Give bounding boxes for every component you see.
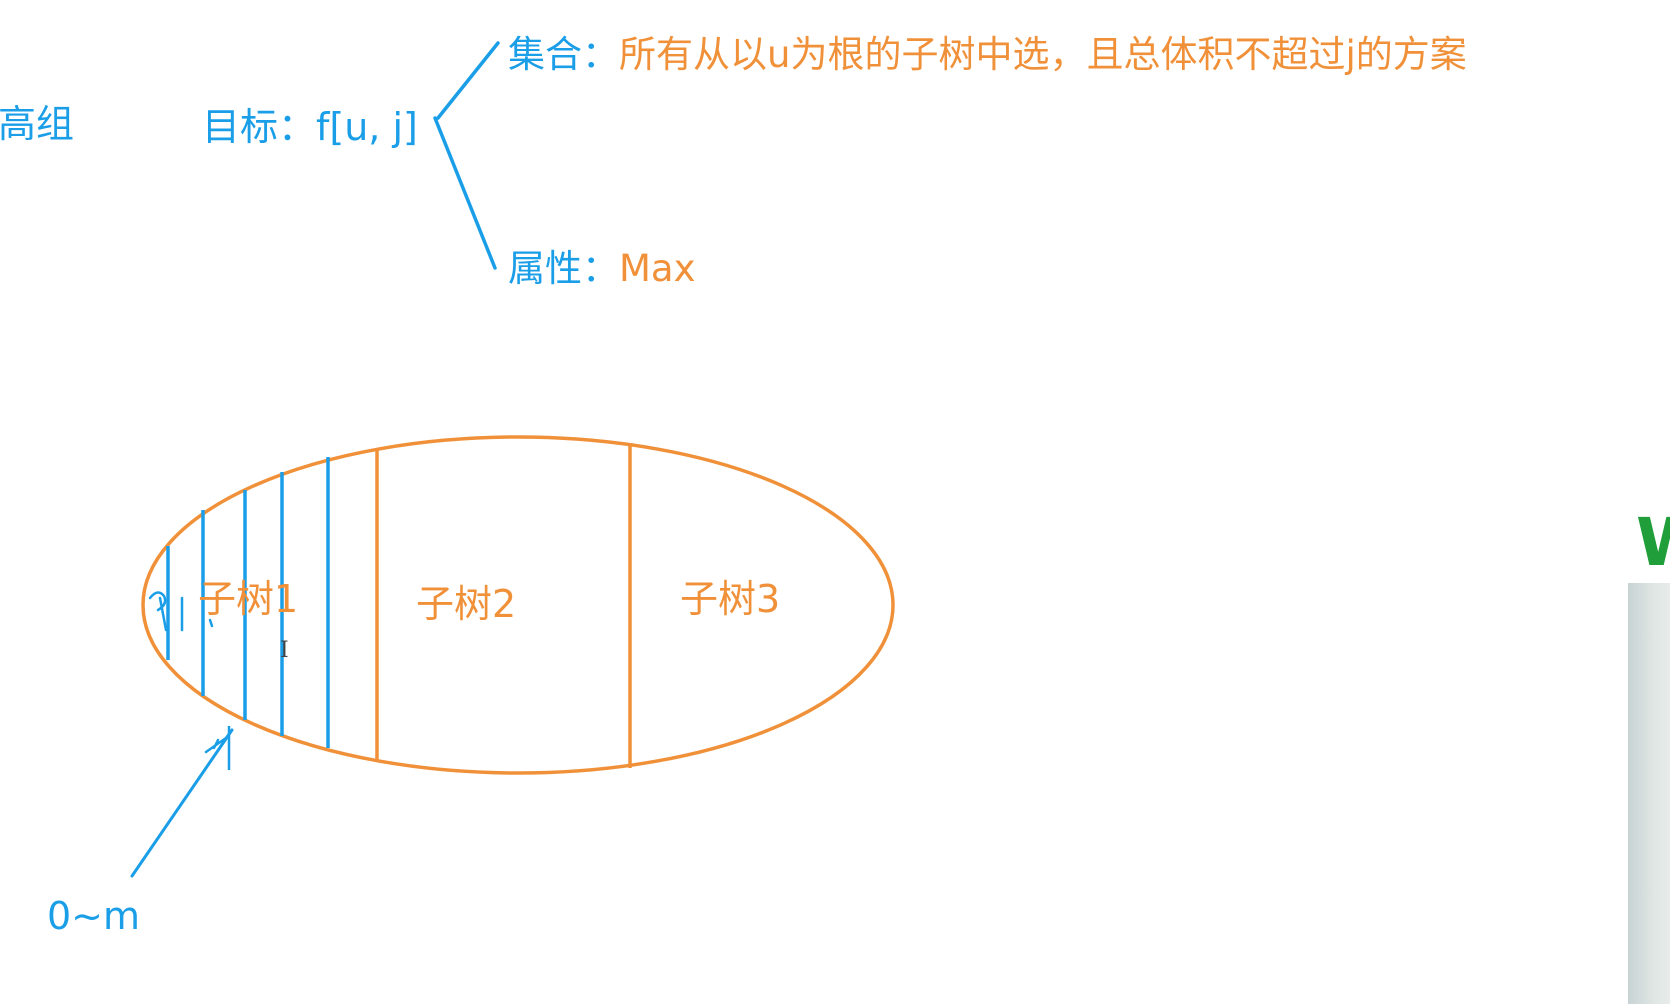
tree-ellipse [141, 435, 895, 775]
bracket-upper-line [436, 41, 500, 120]
right-edge-letter: W [1636, 510, 1670, 576]
attribute-text: Max [619, 247, 696, 290]
set-row: 集合：所有从以u为根的子树中选，且总体积不超过j的方案 [508, 36, 1467, 73]
left-edge-label: 高组 [0, 102, 75, 146]
scribble-mark [148, 591, 168, 632]
attribute-label: 属性： [508, 247, 619, 290]
text-cursor-icon: I [280, 638, 289, 663]
subtree-1-label: 子树1 [198, 577, 299, 621]
set-text: 所有从以u为根的子树中选，且总体积不超过j的方案 [619, 33, 1467, 76]
goal-label: 目标：f[u, j] [202, 105, 418, 149]
range-label: 0~m [47, 894, 141, 938]
scribble-mark [180, 596, 214, 632]
subtree-3-label: 子树3 [680, 577, 781, 621]
range-arrow [130, 728, 234, 878]
bracket-lower-line [433, 116, 497, 270]
attribute-row: 属性：Max [508, 250, 696, 287]
subtree-2-label: 子树2 [416, 582, 517, 626]
set-label: 集合： [508, 33, 619, 76]
right-edge-panel [1628, 583, 1670, 1004]
